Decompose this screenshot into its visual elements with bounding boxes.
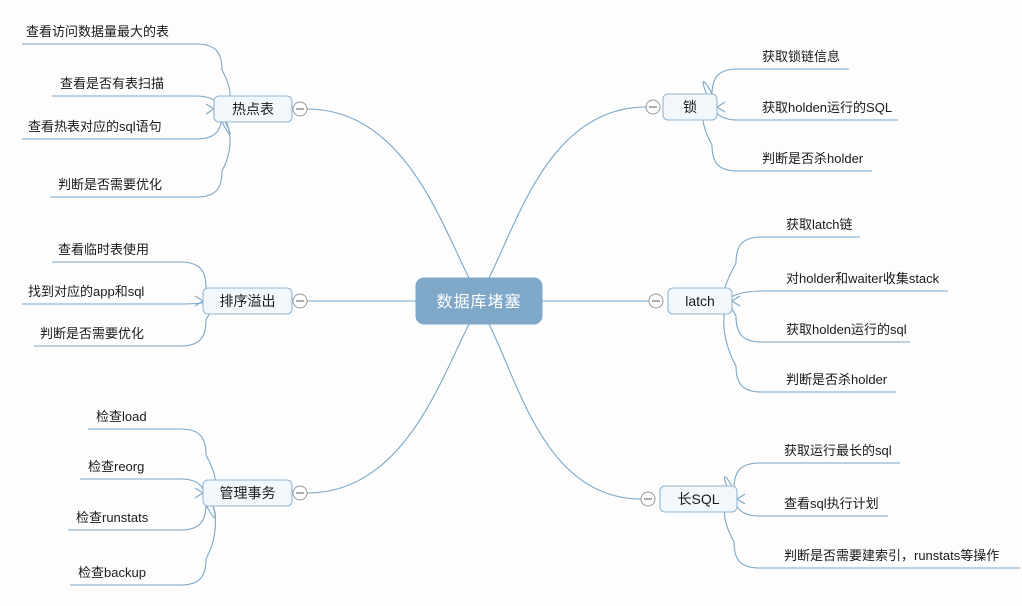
branch-toggle-hot-table[interactable]	[292, 101, 308, 117]
branch-label-lock: 锁	[683, 99, 697, 115]
branch-label-admin-tasks: 管理事务	[220, 485, 276, 501]
leaf-label-hot-table-0[interactable]: 查看访问数据量最大的表	[26, 24, 169, 39]
leaf-arrowhead-long-sql	[735, 493, 746, 505]
branch-toggle-long-sql[interactable]	[640, 491, 656, 507]
leaf-arrowhead-admin-tasks	[194, 487, 205, 499]
leaf-label-latch-0[interactable]: 获取latch链	[786, 217, 852, 232]
branch-label-long-sql: 长SQL	[677, 491, 719, 507]
branch-toggle-admin-tasks[interactable]	[292, 485, 308, 501]
branch-node-lock[interactable]	[662, 93, 718, 121]
branch-node-hot-table[interactable]	[213, 95, 293, 123]
central-node-label: 数据库堵塞	[436, 293, 521, 311]
leaf-label-long-sql-2[interactable]: 判断是否需要建索引，runstats等操作	[784, 548, 999, 563]
leaf-label-admin-tasks-2[interactable]: 检查runstats	[76, 510, 149, 525]
trunk-edge-long-sql	[488, 323, 642, 500]
leaf-arrowhead-sort-overflow	[194, 295, 205, 307]
branch-toggle-sort-overflow[interactable]	[292, 293, 308, 309]
leaf-label-long-sql-1[interactable]: 查看sql执行计划	[784, 496, 879, 511]
edge-layer	[306, 106, 649, 500]
branch-label-hot-table: 热点表	[232, 101, 274, 117]
branch-toggle-lock[interactable]	[645, 99, 661, 115]
branch-label-latch: latch	[685, 293, 715, 309]
branch-label-sort-overflow: 排序溢出	[220, 293, 276, 309]
leaf-label-admin-tasks-3[interactable]: 检查backup	[78, 565, 146, 580]
leaf-label-latch-2[interactable]: 获取holden运行的sql	[786, 322, 907, 337]
leaf-connector-latch-1	[728, 290, 948, 302]
branch-node-admin-tasks[interactable]	[202, 479, 293, 507]
branch-node-long-sql[interactable]	[659, 485, 738, 513]
leaf-arrowhead-lock	[715, 101, 726, 113]
leaf-label-latch-3[interactable]: 判断是否杀holder	[786, 372, 888, 387]
leaf-label-hot-table-2[interactable]: 查看热表对应的sql语句	[28, 119, 162, 134]
leaf-label-sort-overflow-2[interactable]: 判断是否需要优化	[40, 326, 144, 341]
leaf-label-latch-1[interactable]: 对holder和waiter收集stack	[786, 271, 940, 286]
branch-toggle-latch[interactable]	[648, 293, 664, 309]
leaf-label-lock-0[interactable]: 获取锁链信息	[762, 49, 840, 64]
leaf-label-hot-table-3[interactable]: 判断是否需要优化	[58, 177, 162, 192]
branch-node-latch[interactable]	[667, 287, 733, 315]
trunk-edge-hot-table	[306, 108, 470, 279]
trunk-edge-lock	[488, 106, 647, 279]
leaf-arrowhead-hot-table	[205, 103, 216, 115]
leaf-label-admin-tasks-0[interactable]: 检查load	[96, 409, 147, 424]
trunk-edge-admin-tasks	[306, 323, 470, 494]
leaf-label-sort-overflow-0[interactable]: 查看临时表使用	[58, 242, 149, 257]
leaf-label-sort-overflow-1[interactable]: 找到对应的app和sql	[28, 284, 144, 299]
leaf-label-long-sql-0[interactable]: 获取运行最长的sql	[784, 443, 892, 458]
branch-node-sort-overflow[interactable]	[202, 287, 293, 315]
central-node[interactable]	[415, 277, 543, 325]
leaf-label-admin-tasks-1[interactable]: 检查reorg	[88, 459, 144, 474]
leaf-label-lock-1[interactable]: 获取holden运行的SQL	[762, 100, 892, 115]
leaf-label-hot-table-1[interactable]: 查看是否有表扫描	[60, 76, 164, 91]
leaf-label-lock-2[interactable]: 判断是否杀holder	[762, 151, 864, 166]
leaf-connector-sort-overflow-1	[22, 300, 208, 305]
leaf-arrowhead-latch	[730, 295, 741, 307]
